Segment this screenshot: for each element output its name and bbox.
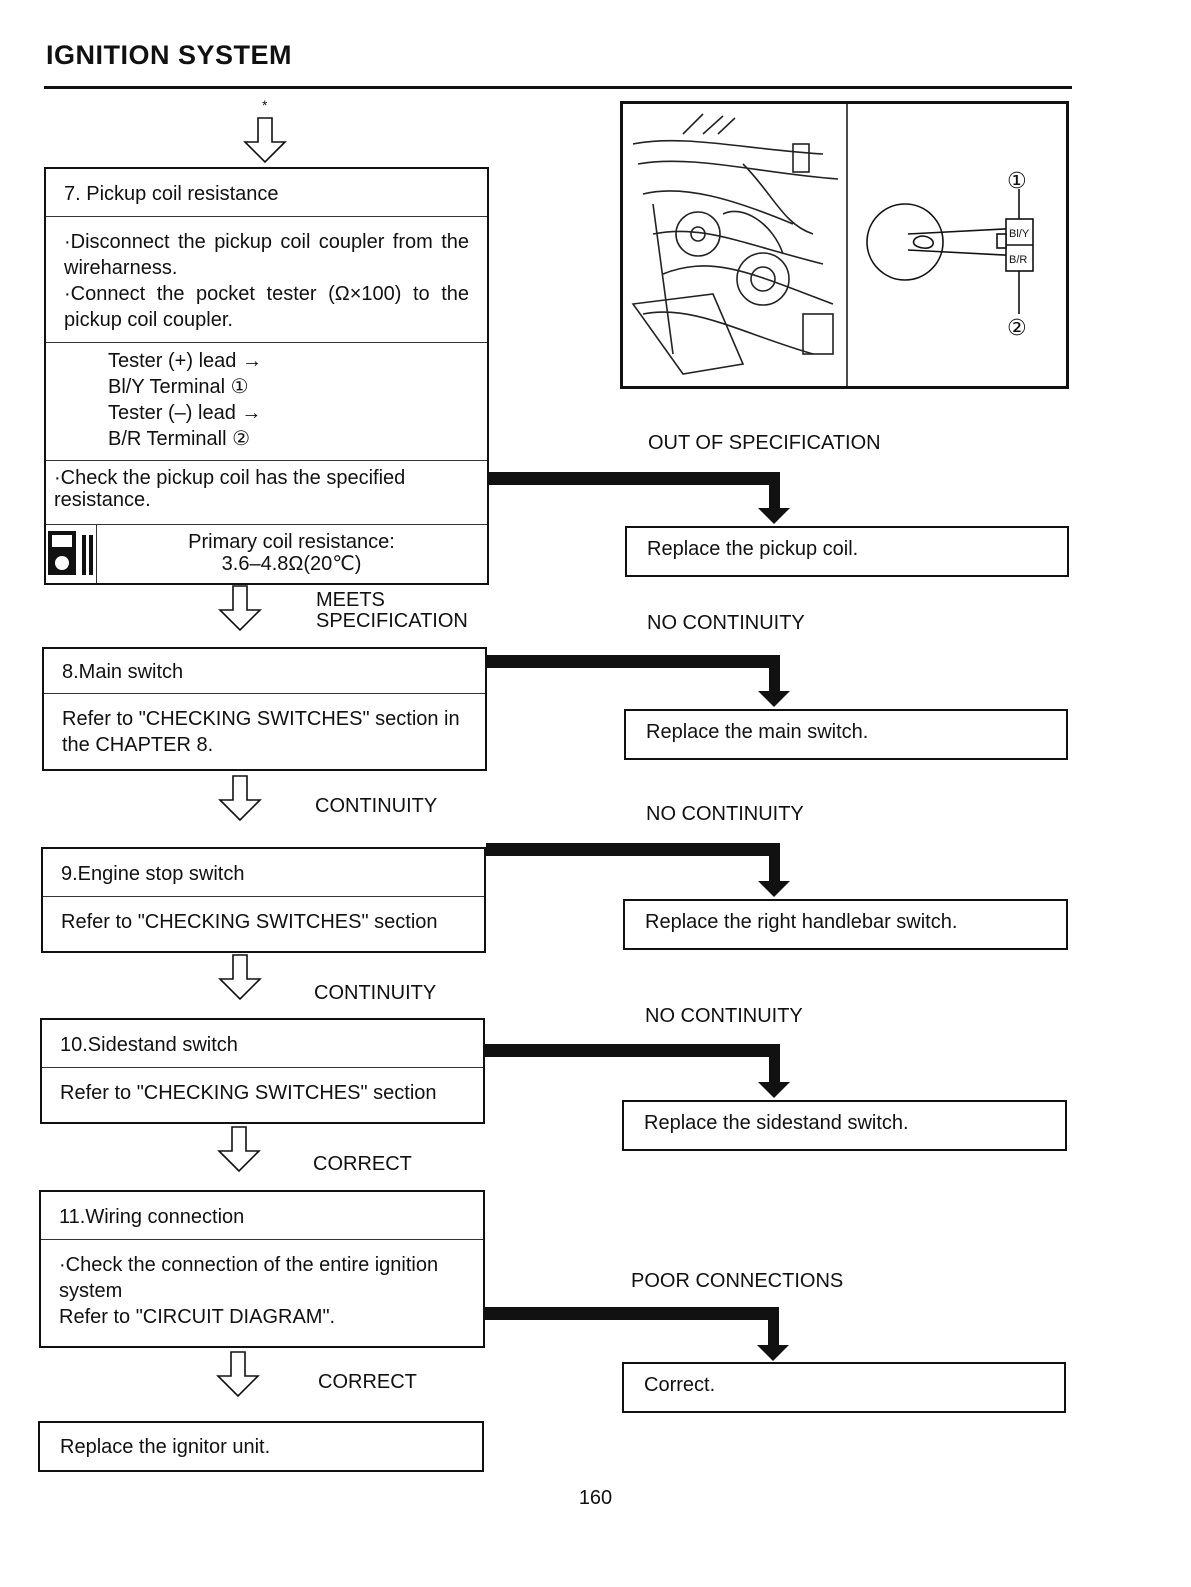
remedy-box-correct: Correct.: [622, 1362, 1066, 1413]
callout-1: ①: [1007, 168, 1027, 193]
branch-arrow-line: [485, 1307, 779, 1320]
wire-label-bly: Bl/Y: [1009, 228, 1030, 240]
step-11-body: ·Check the connection of the entire igni…: [59, 1254, 439, 1328]
step-7-box: 7. Pickup coil resistance ·Disconnect th…: [44, 167, 489, 585]
pickup-coil-illustration: ① ② Bl/Y B/R: [620, 101, 1069, 389]
flow-label-continuity: CONTINUITY: [315, 795, 438, 817]
multimeter-icon: [46, 525, 97, 583]
branch-arrow-line: [769, 843, 780, 883]
remedy-text: Correct.: [644, 1374, 716, 1396]
down-arrow-icon: [218, 585, 262, 632]
remedy-box-handlebar-switch: Replace the right handlebar switch.: [623, 899, 1068, 950]
flow-label-meets-spec: MEETS SPECIFICATION: [316, 589, 468, 632]
down-arrow-icon: [243, 117, 287, 164]
step-10-box: 10.Sidestand switch Refer to "CHECKING S…: [40, 1018, 485, 1124]
remedy-box-sidestand-switch: Replace the sidestand switch.: [622, 1100, 1067, 1151]
remedy-text: Replace the right handlebar switch.: [645, 911, 958, 933]
final-action-box: Replace the ignitor unit.: [38, 1421, 484, 1472]
branch-arrow-line: [769, 1044, 780, 1084]
final-action-text: Replace the ignitor unit.: [60, 1436, 271, 1458]
page-title: IGNITION SYSTEM: [46, 40, 293, 70]
callout-2: ②: [1007, 315, 1027, 340]
step-11-title: 11.Wiring connection: [59, 1206, 245, 1228]
branch-arrow-line: [486, 843, 780, 856]
step-7-instructions: ·Disconnect the pickup coil coupler from…: [64, 231, 469, 331]
branch-arrow-line: [769, 472, 780, 510]
down-arrow-icon: [218, 954, 262, 1001]
arrow-head-icon: [758, 881, 790, 897]
step-9-box: 9.Engine stop switch Refer to "CHECKING …: [41, 847, 486, 953]
branch-arrow-line: [485, 1044, 780, 1057]
wire-label-br: B/R: [1009, 254, 1028, 266]
page-number: 160: [578, 1487, 613, 1509]
branch-label-out-of-spec: OUT OF SPECIFICATION: [648, 432, 881, 454]
branch-arrow-line: [768, 1307, 779, 1347]
step-11-box: 11.Wiring connection ·Check the connecti…: [39, 1190, 485, 1348]
arrow-head-icon: [757, 1345, 789, 1361]
step-9-body: Refer to "CHECKING SWITCHES" section: [61, 911, 438, 933]
branch-arrow-line: [487, 472, 780, 485]
remedy-box-pickup-coil: Replace the pickup coil.: [625, 526, 1069, 577]
engine-wiring-illustration: [631, 104, 1034, 386]
step-7-check: ·Check the pickup coil has the specified…: [54, 467, 406, 511]
start-marker: *: [262, 97, 268, 113]
branch-label-no-continuity: NO CONTINUITY: [645, 1005, 803, 1027]
step-7-tester-leads: Tester (+) lead → Bl/Y Terminal ① Tester…: [108, 350, 262, 450]
down-arrow-icon: [216, 1351, 260, 1398]
arrow-head-icon: [758, 691, 790, 707]
flow-label-correct: CORRECT: [318, 1371, 417, 1393]
step-7-spec: Primary coil resistance: 3.6–4.8Ω(20℃): [188, 531, 395, 575]
step-9-title: 9.Engine stop switch: [61, 863, 245, 885]
branch-label-poor-connections: POOR CONNECTIONS: [631, 1270, 844, 1292]
arrow-head-icon: [758, 1082, 790, 1098]
arrow-head-icon: [758, 508, 790, 524]
flow-arrows: [216, 117, 287, 1398]
flow-label-correct: CORRECT: [313, 1153, 412, 1175]
down-arrow-icon: [218, 775, 262, 822]
remedy-text: Replace the main switch.: [646, 721, 869, 743]
step-10-body: Refer to "CHECKING SWITCHES" section: [60, 1082, 437, 1104]
branch-arrow-line: [769, 655, 780, 693]
branch-label-no-continuity: NO CONTINUITY: [647, 612, 805, 634]
remedy-box-main-switch: Replace the main switch.: [624, 709, 1068, 760]
branch-label-no-continuity: NO CONTINUITY: [646, 803, 804, 825]
remedy-text: Replace the sidestand switch.: [644, 1112, 909, 1134]
flow-label-continuity: CONTINUITY: [314, 982, 437, 1004]
down-arrow-icon: [217, 1126, 261, 1173]
step-10-title: 10.Sidestand switch: [60, 1034, 238, 1056]
step-7-title: 7. Pickup coil resistance: [64, 183, 279, 205]
step-8-body: Refer to "CHECKING SWITCHES" section in …: [62, 708, 460, 756]
step-8-box: 8.Main switch Refer to "CHECKING SWITCHE…: [42, 647, 487, 771]
step-8-title: 8.Main switch: [62, 661, 184, 683]
remedy-text: Replace the pickup coil.: [647, 538, 859, 560]
branch-arrow-line: [486, 655, 780, 668]
title-divider: [44, 86, 1072, 89]
